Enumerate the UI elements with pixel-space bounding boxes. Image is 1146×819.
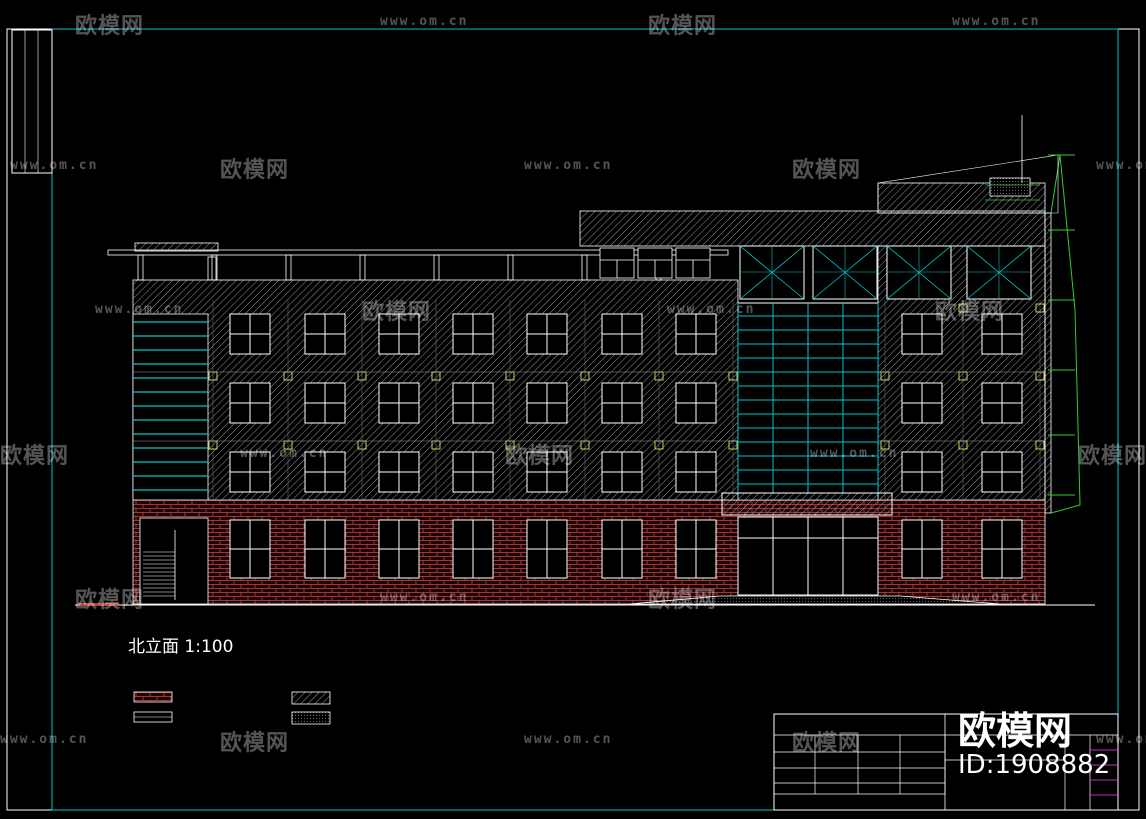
north-elevation-building — [75, 115, 1095, 606]
material-legend — [133, 691, 331, 725]
side-wall — [1044, 212, 1052, 514]
inner-frame — [51, 28, 1119, 811]
stair-opening — [139, 517, 209, 605]
brand-logo-text: 欧模网 — [958, 709, 1073, 753]
railing-post — [285, 254, 292, 281]
roof-box — [134, 242, 219, 252]
legend-dots-swatch — [291, 711, 331, 725]
title-block-frame — [773, 713, 1119, 811]
upper-block — [579, 210, 1046, 247]
entrance-canopy — [721, 492, 893, 516]
railing-post — [581, 254, 588, 281]
entrance-steps — [629, 595, 1001, 605]
railing-post — [507, 254, 514, 281]
roof-parapet — [107, 249, 729, 256]
ground-marker — [78, 603, 118, 606]
louver-panel — [132, 313, 209, 501]
binding-strip — [11, 29, 53, 174]
stair-roof-line — [877, 154, 1059, 214]
brick-base — [132, 499, 1046, 605]
legend-hatch-swatch — [291, 691, 331, 705]
column-node — [1035, 303, 1045, 313]
brand-id: ID:1908882 — [958, 750, 1111, 780]
vent-box — [989, 177, 1031, 197]
main-wall-left — [132, 279, 739, 501]
railing-post — [359, 254, 366, 281]
drawing-title: 北立面 1:100 — [128, 637, 234, 657]
railing-post — [433, 254, 440, 281]
legend-brick-swatch — [133, 691, 173, 703]
title-block — [773, 713, 1119, 811]
side-dimension-line — [1050, 154, 1081, 514]
railing-post — [137, 254, 144, 281]
column-node — [958, 303, 968, 313]
